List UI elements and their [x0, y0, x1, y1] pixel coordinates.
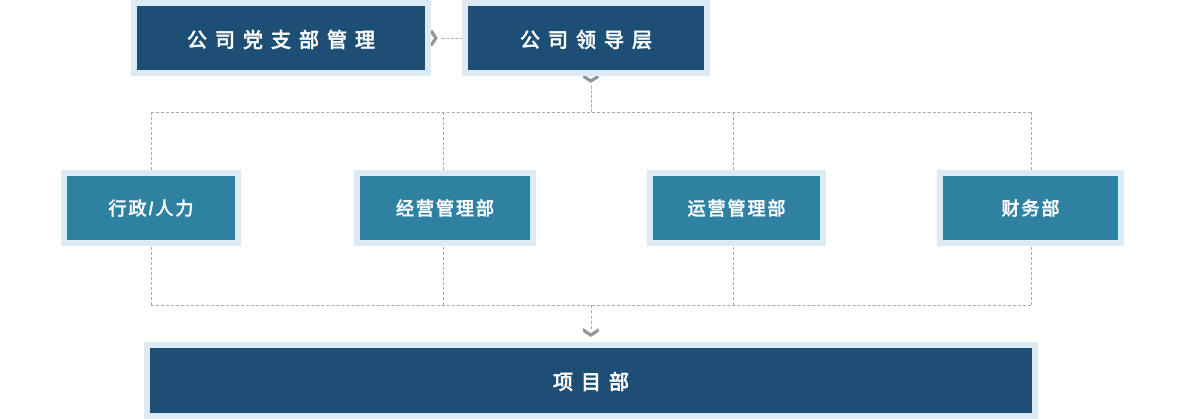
node-leadership-label: 公司领导层 — [520, 29, 660, 52]
node-operations-mgmt-label: 运营管理部 — [687, 199, 788, 219]
node-business-mgmt-label: 经营管理部 — [396, 199, 496, 219]
node-project: 项目部 — [144, 342, 1038, 419]
node-business-mgmt: 经营管理部 — [354, 170, 536, 246]
node-leadership: 公司领导层 — [462, 0, 710, 76]
node-finance-label: 财务部 — [1001, 199, 1062, 219]
connector-top-bus — [151, 112, 1031, 113]
connector-leadership-drop — [591, 86, 592, 112]
connector-project-drop — [591, 305, 592, 329]
node-admin-hr-label: 行政/人力 — [108, 199, 196, 219]
node-party-branch-label: 公司党支部管理 — [187, 29, 383, 52]
node-admin-hr: 行政/人力 — [61, 170, 241, 246]
node-party-branch: 公司党支部管理 — [131, 0, 431, 76]
node-finance: 财务部 — [937, 170, 1124, 246]
connector-party-to-leadership — [442, 38, 463, 39]
node-project-label: 项目部 — [553, 372, 637, 394]
node-operations-mgmt: 运营管理部 — [647, 170, 826, 246]
chevron-down-icon: ❯ — [582, 326, 600, 339]
